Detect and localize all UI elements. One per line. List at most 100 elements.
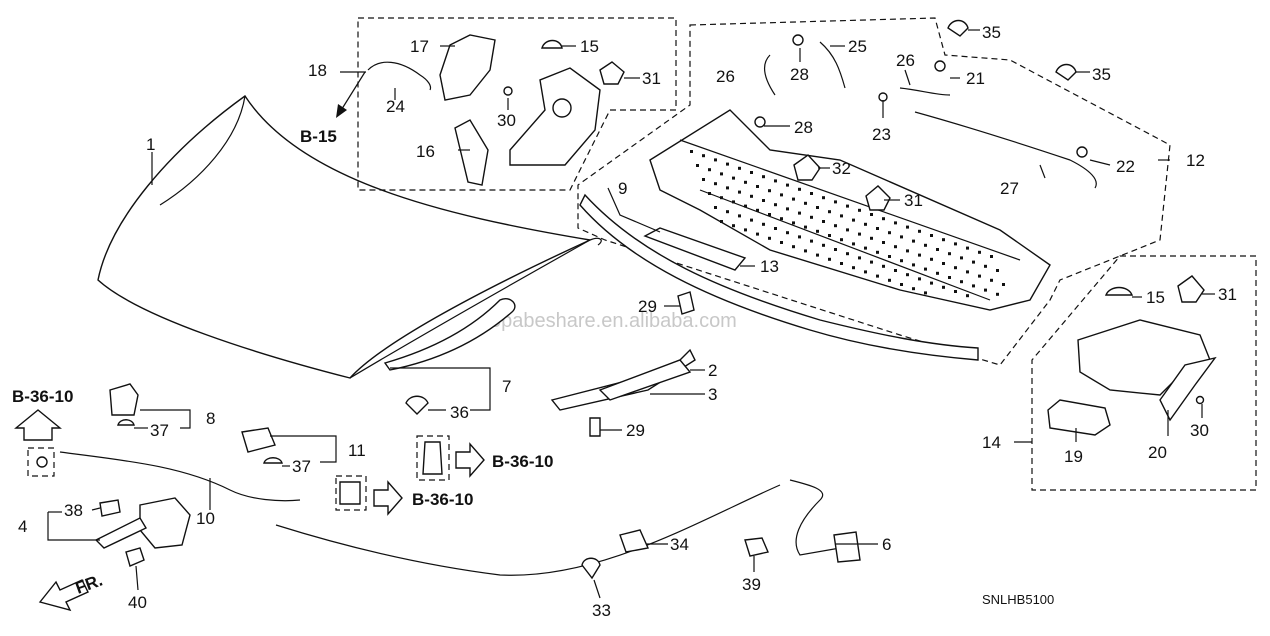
vent-hole [744,180,747,184]
vent-hole [804,201,807,205]
vent-hole [864,246,867,250]
callout-25: 25 [848,37,867,56]
vent-hole [774,227,777,230]
vent-hole [816,229,819,233]
vent-hole [852,266,855,270]
vent-hole [786,231,789,235]
vent-hole [780,241,783,244]
ref-arrow-center-icon [455,442,485,478]
vent-hole [882,241,885,244]
vent-hole [990,255,993,258]
callout-8: 8 [206,409,215,428]
vent-hole [924,267,927,271]
cowl-bracket-part [509,67,601,166]
callout-29b: 29 [626,421,645,440]
vent-hole [804,249,807,253]
clip-30b-part [1195,395,1205,405]
vent-hole [942,262,945,265]
vent-hole [756,208,759,212]
seal-bracket-part [454,119,489,186]
vent-hole [822,196,825,200]
front-label: FR. [73,571,105,598]
clip-37b-part [263,457,283,464]
clip-38-part [99,499,121,517]
callout-7: 7 [502,377,511,396]
vent-hole [834,200,837,204]
vent-hole [762,222,765,226]
vent-hole [852,218,855,222]
callout-29a: 29 [638,297,657,316]
vent-hole [858,208,861,212]
nozzle-21-part [934,60,946,72]
vent-hole [894,221,897,225]
clip-31a-part [599,61,625,85]
callout-6: 6 [882,535,891,554]
vent-hole [984,288,987,292]
vent-hole [798,187,801,191]
vent-hole [834,224,837,228]
vent-hole [930,257,933,261]
callout-35b: 35 [1092,65,1111,84]
callout-22: 22 [1116,157,1135,176]
callout-18: 18 [308,61,327,80]
vent-hole [720,172,723,176]
vent-hole [918,229,921,233]
vent-hole [924,243,927,247]
vent-hole [918,253,921,257]
release-cable-part [59,451,301,502]
leader-lines [47,29,1215,599]
hose-26a-part [763,54,776,96]
vent-hole [822,243,825,247]
vent-hole [930,281,933,285]
vent-hole [732,200,735,204]
detail-frame-bottom [335,475,367,511]
vent-hole [870,213,873,216]
group-box-upper-left [357,17,677,191]
vent-hole [846,252,849,256]
ref-arrow-b15-line [339,71,366,113]
callout-11: 11 [348,441,366,460]
vent-hole [714,182,717,186]
release-cable-lower [275,484,781,576]
vent-hole [708,168,711,172]
vent-hole [960,256,963,260]
ref-b15: B-15 [300,127,337,146]
vent-hole [726,186,729,190]
vent-hole [876,227,879,230]
weatherstrip-part [579,193,979,361]
vent-hole [774,179,777,183]
detail-frame-center [416,435,450,481]
vent-hole [888,255,891,258]
callout-15a: 15 [580,37,599,56]
callout-10: 10 [196,509,215,528]
callout-28b: 28 [794,118,813,137]
vent-hole [936,271,939,275]
vent-hole [810,192,813,195]
callout-31a: 31 [642,69,661,88]
vent-hole [750,218,753,222]
clip-32-part [793,154,821,181]
callout-26b: 26 [896,51,915,70]
vent-hole [792,197,795,201]
vent-hole [786,207,789,211]
vent-hole [840,214,843,218]
vent-hole [984,264,987,268]
group-box-right [1031,255,1257,491]
vent-hole [882,264,885,268]
joint-28b-part [754,116,766,128]
callout-13: 13 [760,257,779,276]
callout-19: 19 [1064,447,1083,466]
vent-hole [972,260,975,264]
stay-part [422,441,443,475]
callout-24: 24 [386,97,405,116]
vent-hole [822,220,825,223]
vent-hole [990,278,993,282]
vent-hole [996,269,999,272]
callout-39: 39 [742,575,761,594]
hood-seal-part [383,298,516,371]
callout-30a: 30 [497,111,516,130]
bolt-29b-part [589,417,601,437]
hose-27-part [914,111,1097,189]
vent-hole [948,252,951,256]
